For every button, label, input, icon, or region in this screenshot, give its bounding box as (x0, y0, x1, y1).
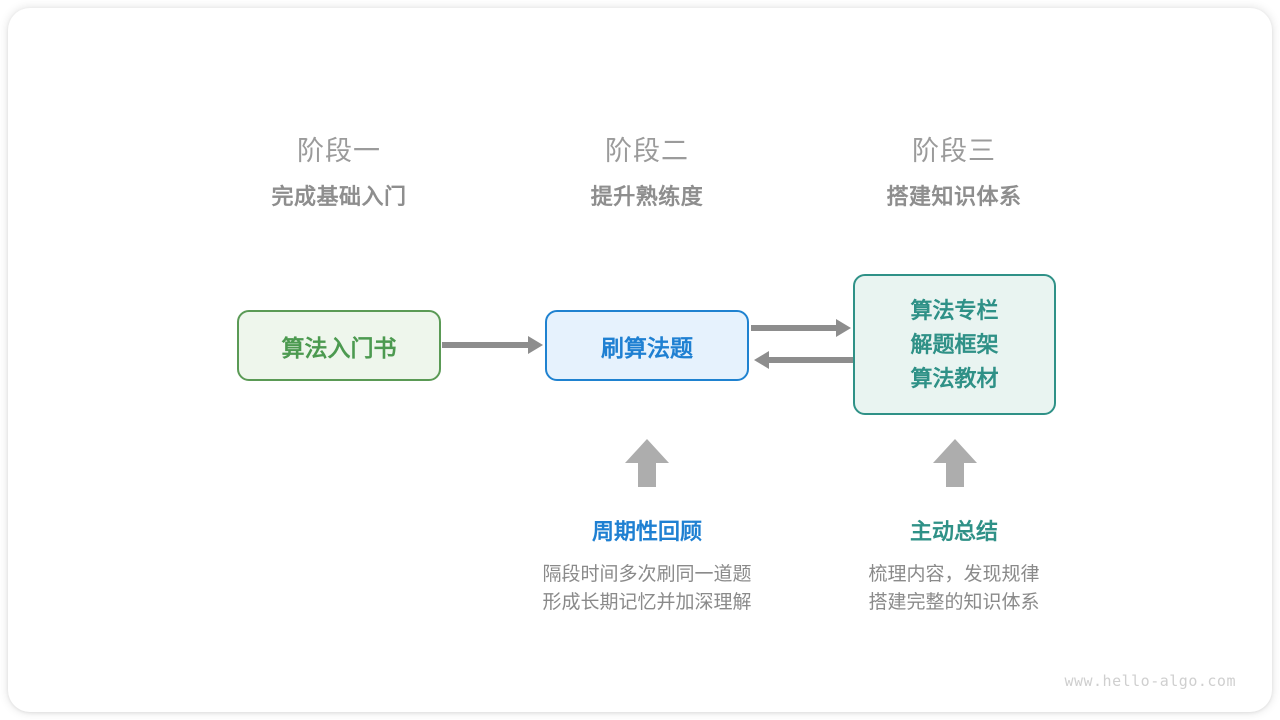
note-summary-description: 梳理内容，发现规律 搭建完整的知识体系 (804, 561, 1104, 617)
stage-heading-3: 阶段三 搭建知识体系 (824, 134, 1084, 212)
stage-3-subtitle: 搭建知识体系 (886, 184, 1022, 209)
arrow-up-icon-summary (933, 439, 977, 487)
arrow-up-shaft (638, 462, 656, 487)
annotation-active-summary: 主动总结 梳理内容，发现规律 搭建完整的知识体系 (804, 517, 1104, 617)
node-resources-line-2: 解题框架 (910, 331, 999, 357)
stage-2-subtitle: 提升熟练度 (590, 184, 704, 209)
stage-1-title: 阶段一 (297, 136, 381, 166)
note-summary-desc-line-1: 梳理内容，发现规律 (868, 564, 1040, 585)
note-review-description: 隔段时间多次刷同一道题 形成长期记忆并加深理解 (497, 561, 797, 617)
annotation-periodic-review: 周期性回顾 隔段时间多次刷同一道题 形成长期记忆并加深理解 (497, 517, 797, 617)
arrow-up-shaft (946, 462, 964, 487)
note-review-desc-line-2: 形成长期记忆并加深理解 (542, 592, 752, 613)
node-algorithm-intro-book: 算法入门书 (237, 310, 441, 381)
stage-3-title: 阶段三 (912, 136, 996, 166)
stage-heading-2: 阶段二 提升熟练度 (517, 134, 777, 212)
note-summary-desc-line-2: 搭建完整的知识体系 (868, 592, 1040, 613)
node-resources-line-1: 算法专栏 (910, 297, 999, 323)
arrow-up-icon-review (625, 439, 669, 487)
node-book-label: 算法入门书 (281, 334, 397, 361)
node-practice-problems: 刷算法题 (545, 310, 749, 381)
stage-2-title: 阶段二 (605, 136, 689, 166)
arrow-left-icon-resources-to-practice (754, 351, 853, 369)
arrow-right-icon-practice-to-resources (751, 319, 851, 337)
node-learning-resources: 算法专栏 解题框架 算法教材 (853, 274, 1056, 415)
node-practice-label: 刷算法题 (601, 334, 693, 361)
arrow-up-head (625, 439, 669, 463)
note-review-title: 周期性回顾 (591, 519, 702, 544)
stage-1-subtitle: 完成基础入门 (271, 184, 407, 209)
diagram-canvas: 阶段一 完成基础入门 阶段二 提升熟练度 阶段三 搭建知识体系 算法入门书 刷算… (8, 8, 1272, 712)
note-review-desc-line-1: 隔段时间多次刷同一道题 (542, 564, 752, 585)
arrow-up-head (933, 439, 977, 463)
stage-heading-1: 阶段一 完成基础入门 (209, 134, 469, 212)
node-resources-line-3: 算法教材 (910, 365, 999, 391)
site-watermark: www.hello-algo.com (1064, 672, 1236, 690)
note-summary-title: 主动总结 (909, 519, 998, 544)
arrow-right-icon-book-to-practice (442, 336, 543, 354)
